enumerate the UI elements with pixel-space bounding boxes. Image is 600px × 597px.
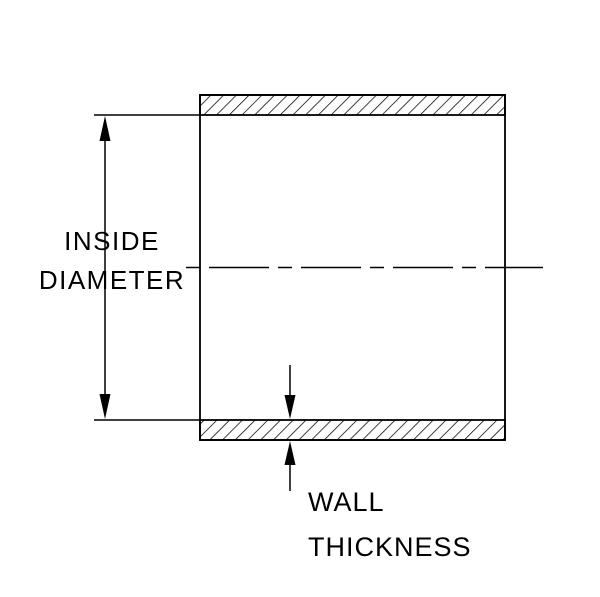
top-wall-hatched-section: [199, 94, 506, 116]
wall-thickness-label-line2: THICKNESS: [308, 532, 472, 562]
arrowhead-down-icon: [99, 394, 111, 419]
inside-diameter-label-line1: INSIDE: [64, 226, 160, 256]
arrowhead-up-icon: [99, 116, 111, 141]
wall-thickness-label-line1: WALL: [308, 487, 385, 517]
arrowhead-up-icon: [284, 441, 296, 465]
bottom-wall-hatched-section: [199, 419, 506, 441]
arrowhead-down-icon: [284, 395, 296, 419]
inside-diameter-label-line2: DIAMETER: [39, 265, 185, 295]
